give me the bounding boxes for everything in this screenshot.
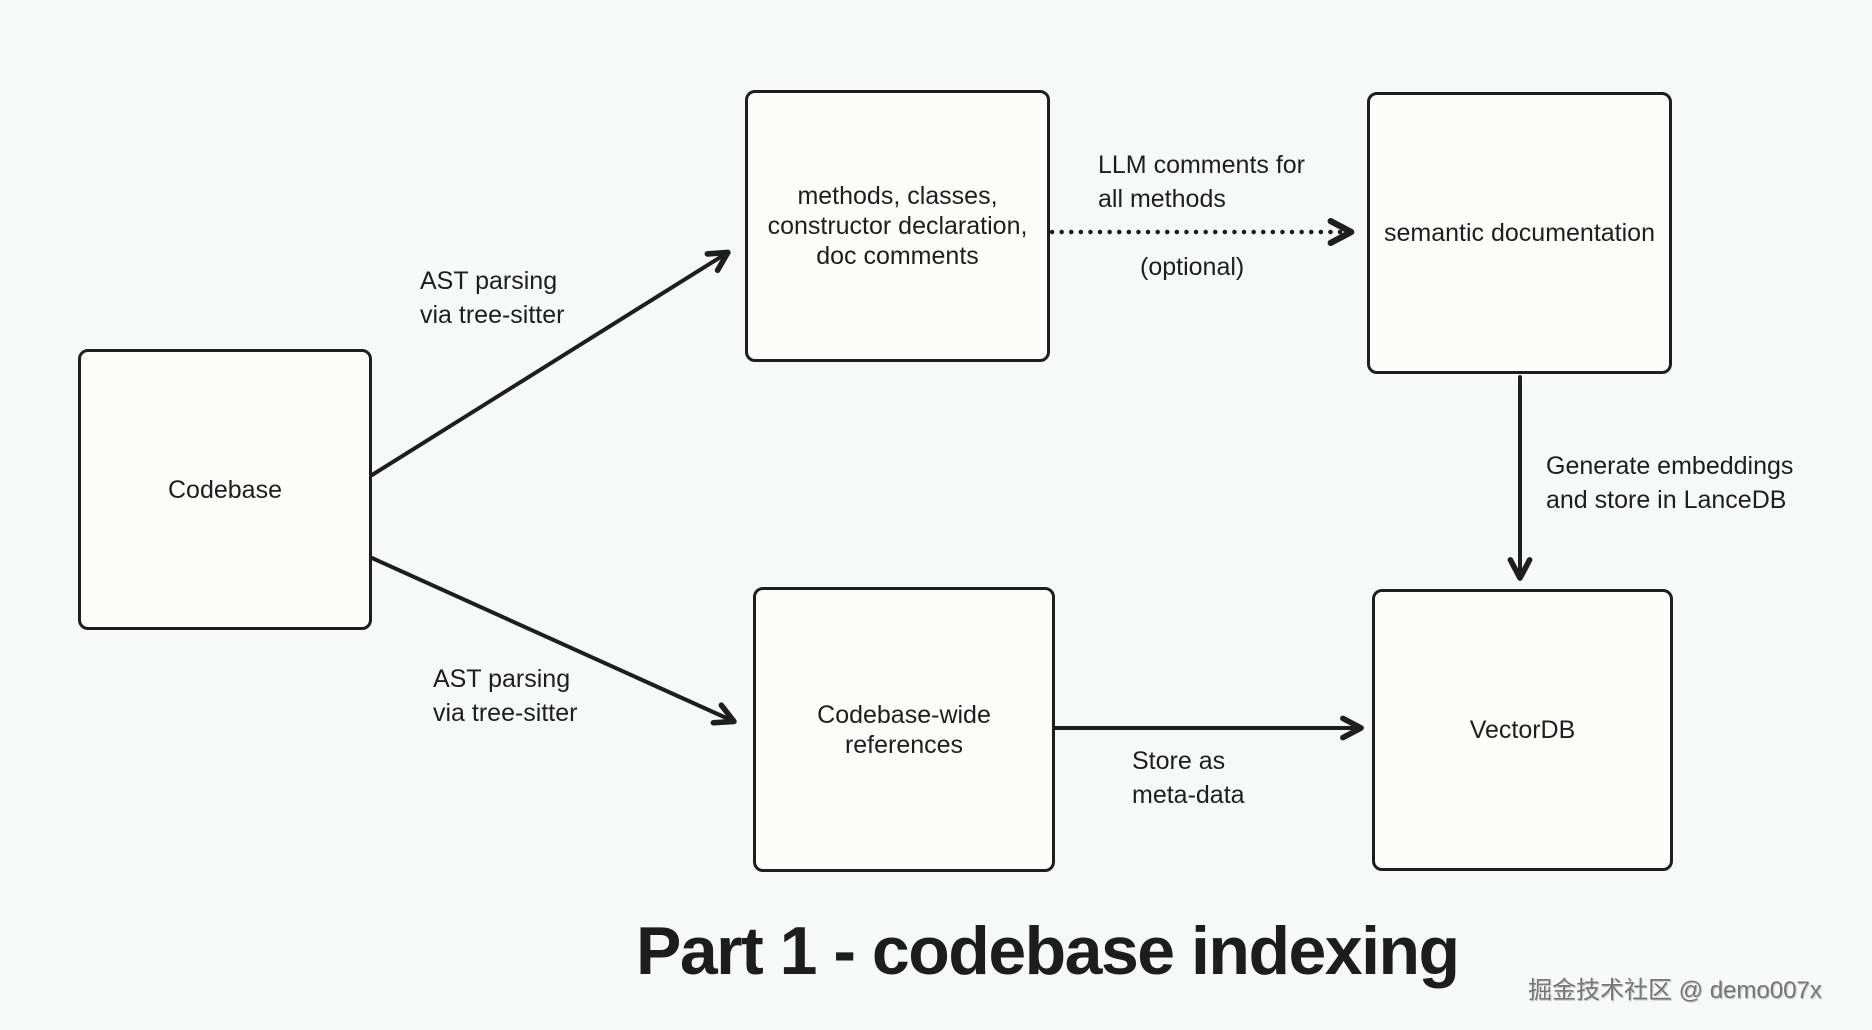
watermark: 掘金技术社区 @ demo007x xyxy=(1528,977,1822,1004)
generate-embeddings-line1: Generate embeddings xyxy=(1546,452,1794,480)
llm-comments-line2: all methods xyxy=(1098,185,1226,213)
references-node-line1: Codebase-wide xyxy=(817,700,991,729)
page-title: Part 1 - codebase indexing xyxy=(636,913,1460,989)
methods-classes-node: methods, classes, constructor declaratio… xyxy=(745,90,1050,362)
llm-comments-line1: LLM comments for xyxy=(1098,151,1306,179)
ast-parsing-bottom-line1: AST parsing xyxy=(433,665,571,693)
llm-comments-label: LLM comments for all methods xyxy=(1098,148,1305,216)
methods-node-line2: constructor declaration, xyxy=(767,212,1028,240)
ast-parsing-bottom-label: AST parsing via tree-sitter xyxy=(433,662,577,730)
vectordb-node-label: VectorDB xyxy=(1469,716,1576,744)
methods-node-line3: doc comments xyxy=(816,242,979,270)
references-node-line2: references xyxy=(844,730,964,759)
methods-node-line1: methods, classes, xyxy=(797,182,998,210)
optional-note-text: (optional) xyxy=(1140,253,1245,281)
ast-parsing-top-line1: AST parsing xyxy=(420,267,558,295)
generate-embeddings-line2: and store in LanceDB xyxy=(1546,486,1787,514)
vectordb-node: VectorDB xyxy=(1372,589,1673,871)
ast-parsing-bottom-line2: via tree-sitter xyxy=(433,699,578,727)
codebase-wide-references-node: Codebase-wide references xyxy=(753,587,1055,872)
optional-note-label: (optional) xyxy=(1140,250,1244,284)
store-as-metadata-label: Store as meta-data xyxy=(1132,744,1245,812)
semantic-documentation-label: semantic documentation xyxy=(1384,219,1655,247)
semantic-documentation-node: semantic documentation xyxy=(1367,92,1672,374)
ast-parsing-top-line2: via tree-sitter xyxy=(420,301,565,329)
store-as-metadata-line1: Store as xyxy=(1132,747,1226,775)
generate-embeddings-label: Generate embeddings and store in LanceDB xyxy=(1546,449,1793,517)
store-as-metadata-line2: meta-data xyxy=(1132,781,1245,809)
codebase-node-label: Codebase xyxy=(168,475,282,504)
codebase-node: Codebase xyxy=(78,349,372,630)
ast-parsing-top-label: AST parsing via tree-sitter xyxy=(420,264,564,332)
